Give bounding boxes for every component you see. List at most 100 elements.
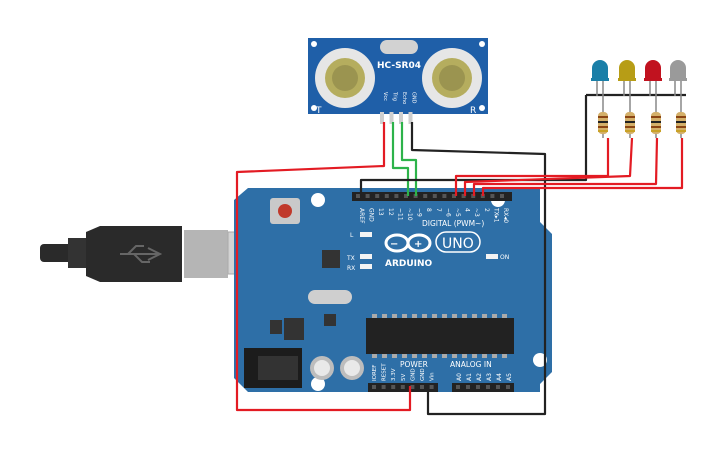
power-pin-6[interactable] <box>429 385 434 389</box>
power-section-label: POWER <box>400 360 428 369</box>
digital-section-label: DIGITAL (PWM~) <box>422 219 484 228</box>
power-pin-1[interactable] <box>381 385 386 389</box>
wire-trig <box>391 122 410 196</box>
led-rx-indicator <box>360 264 372 269</box>
led-red <box>644 60 662 108</box>
digital-pin-label: ~11 <box>396 208 403 221</box>
usb-icon <box>120 245 163 263</box>
sensor-pin-label: Echo <box>401 92 407 104</box>
power-pin-label: Vin <box>430 372 436 381</box>
wire-sensor-gnd <box>410 122 547 416</box>
digital-pin-1[interactable] <box>365 194 370 198</box>
digital-pin-5[interactable] <box>404 194 408 198</box>
analog-pin-3[interactable] <box>486 385 490 389</box>
analog-pin-label: A1 <box>466 373 473 381</box>
digital-pin-15[interactable] <box>500 194 504 198</box>
power-pin-label: 5V <box>401 374 407 381</box>
digital-pin-11[interactable] <box>461 194 466 198</box>
digital-pin-7[interactable] <box>423 194 428 198</box>
sensor-pin-echo[interactable] <box>399 112 403 124</box>
digital-pin-0[interactable] <box>356 194 360 198</box>
digital-pin-9[interactable] <box>442 194 447 198</box>
wire-led-3 <box>472 137 659 196</box>
led-l-label: L <box>350 232 354 239</box>
led-yellow <box>618 60 636 108</box>
led-on-label: ON <box>500 254 509 261</box>
analog-pin-1[interactable] <box>466 385 470 389</box>
analog-pin-label: A4 <box>496 373 503 381</box>
analog-pin-label: A5 <box>506 373 513 381</box>
sensor-pin-trig[interactable] <box>389 112 394 124</box>
analog-section-label: ANALOG IN <box>450 360 492 369</box>
svg-text:+: + <box>414 239 422 250</box>
analog-pin-2[interactable] <box>476 385 480 389</box>
digital-pin-8[interactable] <box>432 194 437 198</box>
digital-pin-label: RX◂0 <box>502 208 509 223</box>
crystal-oscillator <box>308 290 352 304</box>
analog-pin-label: A3 <box>486 373 493 381</box>
resistor <box>676 108 686 138</box>
wire-led-4 <box>481 138 684 196</box>
digital-pin-4[interactable] <box>394 194 399 198</box>
digital-pin-14[interactable] <box>490 194 495 198</box>
power-pin-label: RESET <box>382 363 388 381</box>
digital-pin-label: 2 <box>483 208 490 212</box>
receiver-transducer <box>422 48 482 108</box>
analog-pin-0[interactable] <box>456 385 460 389</box>
digital-pin-label: 12 <box>387 208 394 216</box>
wire-led-1 <box>454 138 610 196</box>
arduino-logo: − + <box>384 233 432 253</box>
digital-pin-label: ~5 <box>454 208 461 217</box>
power-pin-5[interactable] <box>420 385 424 389</box>
led-tx-label: TX <box>346 255 355 262</box>
sensor-crystal <box>380 40 418 54</box>
digital-pin-label: 8 <box>425 208 432 212</box>
power-pin-3[interactable] <box>400 385 405 389</box>
analog-pin-5[interactable] <box>506 385 510 389</box>
digital-pin-label: ~3 <box>473 208 480 217</box>
power-pin-0[interactable] <box>372 385 376 389</box>
power-pin-label: IOREF <box>372 365 378 381</box>
svg-text:−: − <box>390 239 398 250</box>
receiver-label: R <box>470 106 476 116</box>
model-label: UNO <box>442 236 474 252</box>
digital-pin-label: TX▸1 <box>492 207 499 223</box>
digital-pin-10[interactable] <box>452 194 456 198</box>
digital-pin-3[interactable] <box>384 194 389 198</box>
led-rx-label: RX <box>347 265 355 272</box>
sensor-pin-vcc[interactable] <box>380 112 384 124</box>
wire-echo <box>400 122 418 196</box>
power-pin-label: 3.3V <box>391 368 397 381</box>
digital-pin-label: ~10 <box>406 208 413 221</box>
sensor-pin-gnd[interactable] <box>408 112 413 124</box>
digital-pin-label: ~6 <box>444 208 451 217</box>
led-l-indicator <box>360 232 372 237</box>
sensor-pin-label: GND <box>411 92 417 104</box>
led-tx-indicator <box>360 254 372 259</box>
sensor-pin-label: Vcc <box>382 92 388 101</box>
analog-pin-4[interactable] <box>496 385 500 389</box>
brand-label: ARDUINO <box>385 259 433 269</box>
sensor-model-label: HC-SR04 <box>377 61 421 71</box>
analog-pin-label: A2 <box>476 373 483 381</box>
resistor <box>651 108 661 138</box>
wires <box>235 93 686 416</box>
led-blue <box>591 60 609 108</box>
transmitter-transducer <box>315 48 375 108</box>
power-pin-4[interactable] <box>410 385 415 389</box>
led-array <box>591 60 687 138</box>
arduino-uno-board: − + ARDUINO UNO DIGITAL (PWM~) POWER ANA… <box>234 188 552 392</box>
wire-led-2 <box>463 137 634 196</box>
power-pin-label: GND <box>410 368 416 381</box>
digital-pin-label: AREF <box>358 208 365 224</box>
wire-led-gnd <box>359 95 588 196</box>
power-pin-2[interactable] <box>391 385 396 389</box>
transmitter-label: T <box>315 106 322 116</box>
digital-pin-2[interactable] <box>375 194 380 198</box>
power-pin-label: GND <box>420 368 426 381</box>
